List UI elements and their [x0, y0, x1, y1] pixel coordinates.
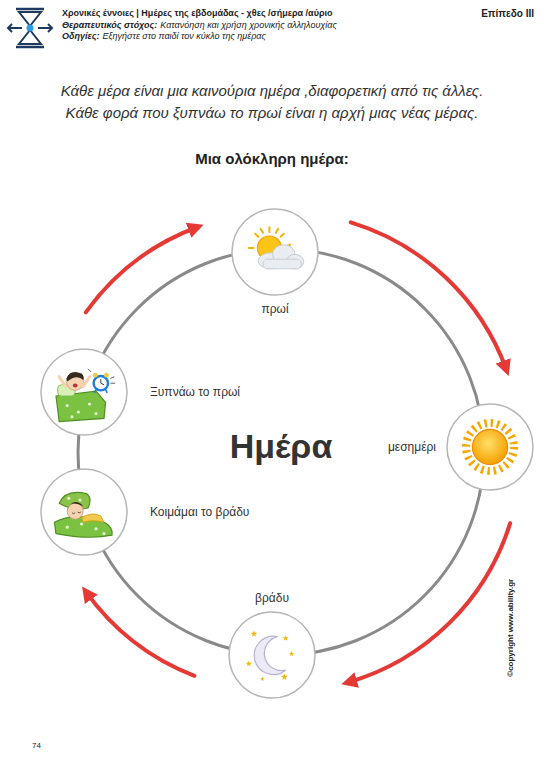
noon-icon — [466, 423, 514, 471]
stage-circle: Ξυπνάω το πρωί — [40, 348, 128, 436]
cycle-arrow — [348, 523, 511, 682]
sleep-icon — [54, 492, 112, 537]
morning-icon — [249, 227, 304, 269]
stage-label: Κοιμάμαι το βράδυ — [150, 505, 249, 519]
circle-outline — [446, 403, 534, 491]
header-key: Οδηγίες: — [62, 31, 100, 42]
header-topic: Χρονικές έννοιες | Ημέρες της εβδομάδας … — [62, 8, 332, 19]
level-label: Επίπεδο ΙΙΙ — [481, 8, 534, 20]
page-number: 74 — [32, 741, 41, 751]
header-key: Θεραπευτικός στόχος: — [62, 20, 157, 31]
cycle-arrow — [351, 222, 507, 370]
stage-circle: Κοιμάμαι το βράδυ — [40, 468, 128, 556]
copyright-note: ©copyright www.ability.gr — [506, 579, 516, 677]
stage-label: μεσημέρι — [388, 440, 436, 454]
diagram-title: Μια ολόκληρη ημέρα: — [195, 150, 349, 168]
circle-outline — [228, 611, 316, 699]
stage-circle: πρωί — [231, 208, 319, 296]
wake-icon — [56, 369, 115, 422]
circle-outline — [40, 468, 128, 556]
stage-label: Ξυπνάω το πρωί — [150, 385, 240, 399]
stage-label: πρωί — [261, 302, 288, 316]
stage-circle: βράδυ — [228, 611, 316, 699]
intro-sentence: Κάθε φορά που ξυπνάω το πρωί είναι η αρχ… — [66, 104, 479, 122]
intro-sentence: Κάθε μέρα είναι μια καινούρια ημέρα ,δια… — [61, 82, 484, 100]
stage-label: βράδυ — [255, 591, 289, 605]
night-icon — [246, 630, 295, 681]
header-icon — [8, 9, 52, 47]
cycle-arrow — [86, 227, 198, 312]
center-title: Ημέρα — [230, 426, 333, 467]
header-value: Κατανόηση και χρήση χρονικής αλληλουχίας — [160, 20, 336, 31]
circle-outline — [231, 208, 319, 296]
circle-outline — [40, 348, 128, 436]
stage-circle: μεσημέρι — [446, 403, 534, 491]
header-value: Εξηγήστε στο παιδί τον κύκλο της ημέρας — [103, 31, 266, 42]
cycle-arrow — [86, 592, 195, 676]
